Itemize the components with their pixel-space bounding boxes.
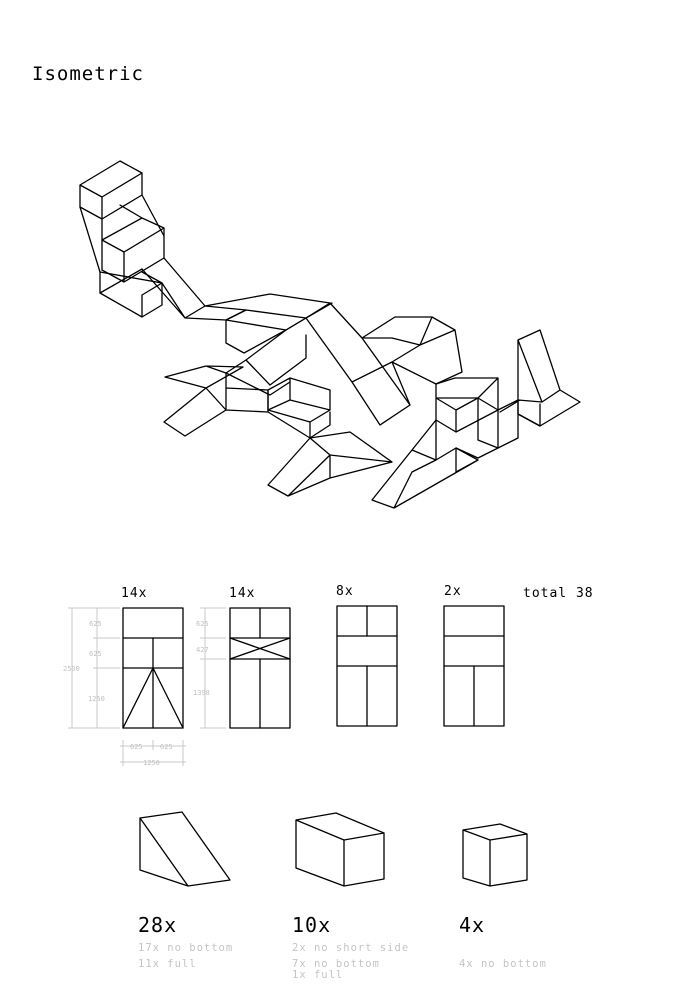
tower-mid-cube: [101, 194, 165, 253]
long-box-note-1: 2x no short side: [292, 942, 409, 954]
dimension-lines: [68, 607, 226, 766]
lower-mid-ramp: [267, 431, 393, 497]
right-roof: [361, 316, 463, 385]
dim-625-bottom-right: 625: [160, 743, 173, 751]
long-box-note-2: 7x no bottom: [292, 958, 380, 970]
shape-cube: [462, 823, 528, 887]
long-box-note-3: 1x full: [292, 969, 343, 981]
right-tall-wedge: [517, 329, 581, 427]
roof-right-slope: [305, 302, 411, 426]
tower-lower-cube: [101, 235, 165, 283]
tower-base-box: [99, 268, 163, 318]
dim-625-top: 625: [89, 620, 102, 628]
left-wing: [163, 365, 269, 437]
long-box-count: 10x: [292, 913, 331, 937]
wedge-note-1: 17x no bottom: [138, 942, 233, 954]
wedge-count: 28x: [138, 913, 177, 937]
dim-625-panel2: 625: [196, 620, 209, 628]
roof-front-slope: [225, 329, 307, 396]
right-base-boxes: [455, 397, 541, 459]
dim-427-panel2: 427: [196, 646, 209, 654]
arm-long-box: [141, 257, 206, 319]
inner-cube: [267, 377, 331, 423]
page-title: Isometric: [32, 63, 144, 85]
shape-wedge: [139, 811, 231, 887]
panel-2-count: 14x: [229, 586, 255, 601]
panel-3-count: 8x: [336, 584, 354, 599]
cube-count: 4x: [459, 913, 485, 937]
right-lower-ramp: [371, 419, 479, 509]
isometric-assembly: [79, 160, 581, 509]
wedge-note-2: 11x full: [138, 958, 197, 970]
panel-row: 14x 14x 8x 2x total 38: [63, 584, 594, 767]
dim-1250-bottom: 1250: [143, 759, 160, 767]
shape-long-box: [295, 812, 385, 887]
dim-625-bottom-left: 625: [130, 743, 143, 751]
panel-3: [336, 605, 398, 727]
panel-4-count: 2x: [444, 584, 462, 599]
total-count: total 38: [523, 586, 594, 601]
tower-top-cube: [79, 160, 143, 220]
roof-left-slope: [185, 309, 307, 354]
panel-1-count: 14x: [121, 586, 147, 601]
panel-4: [443, 605, 505, 727]
dim-2500: 2500: [63, 665, 80, 673]
cube-note-1: 4x no bottom: [459, 958, 547, 970]
right-cluster: [435, 377, 499, 433]
inner-ramp: [267, 411, 331, 439]
tower-left-strut: [79, 206, 101, 273]
dim-625-mid: 625: [89, 650, 102, 658]
panel-2: [229, 607, 291, 729]
dim-1398-panel2: 1398: [193, 689, 210, 697]
panel-1: [122, 607, 184, 729]
dim-1250-side: 1250: [88, 695, 105, 703]
